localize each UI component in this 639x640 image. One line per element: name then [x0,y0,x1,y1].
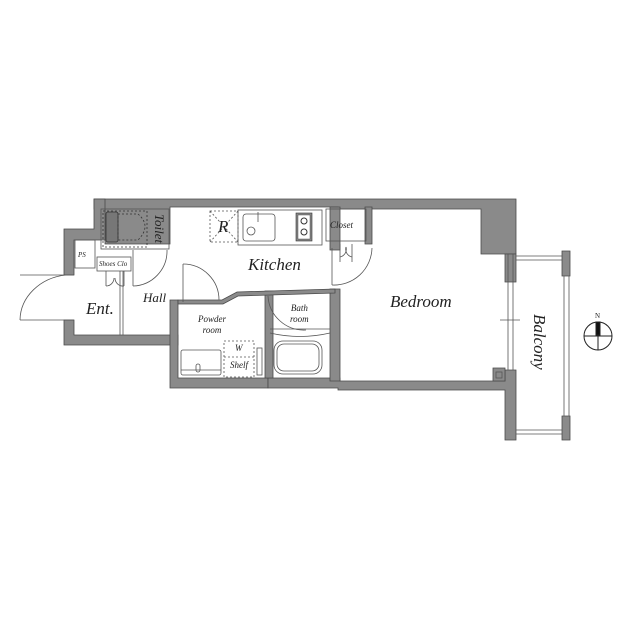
kitchen-label: Kitchen [248,255,301,274]
shelf-label: Shelf [230,360,248,370]
washer-label: W [235,343,243,353]
powder-room-label: Powder room [198,315,226,335]
walls [63,198,571,441]
balcony-label: Balcony [530,314,549,370]
shoes-closet-label: Shoes Clo [99,260,128,268]
bathroom-label: Bath room [290,304,309,324]
powder-room-label-line1: Powder [198,314,226,324]
compass-north-label: N [595,312,601,320]
bedroom-label: Bedroom [390,292,452,311]
entrance-label: Ent. [86,299,114,318]
compass-icon [583,321,613,351]
ps-label: PS [78,251,86,259]
bathroom-label-line1: Bath [290,303,308,313]
stove-icon [295,212,313,242]
interior-lines [19,208,570,435]
bathroom-label-line2: room [290,314,309,324]
refrigerator-label: R [218,217,229,236]
powder-room-label-line2: room [202,325,222,335]
toilet-label: Toilet [152,214,167,244]
toilet-icon [102,210,148,248]
closet-label: Closet [330,220,354,230]
hall-label: Hall [143,290,167,305]
